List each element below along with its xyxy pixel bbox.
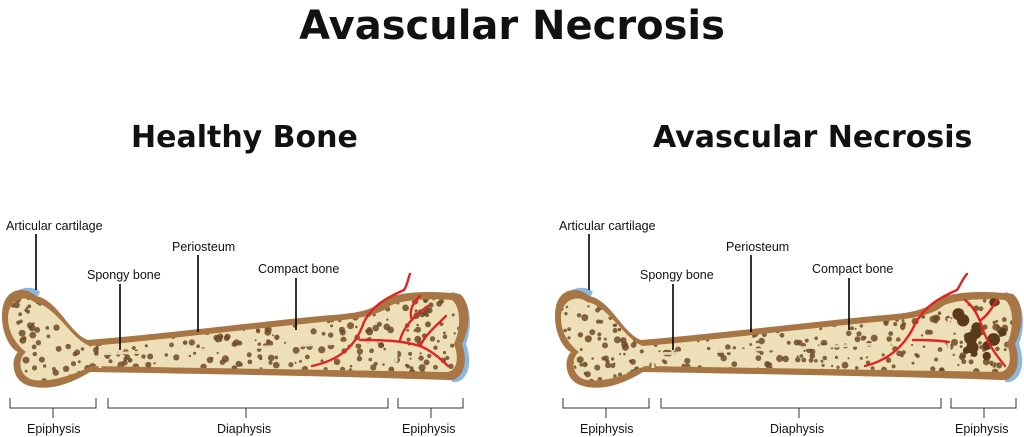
label-compact-bone: Compact bone — [258, 262, 340, 276]
bracket-epiphysis-left — [562, 398, 650, 418]
label-articular-cartilage: Articular cartilage — [6, 219, 103, 233]
bone-drawing — [555, 234, 1023, 418]
blood-vessel — [418, 314, 448, 348]
label-diaphysis: Diaphysis — [217, 422, 272, 436]
blood-vessel — [310, 272, 412, 368]
label-epiphysis-left: Epiphysis — [580, 422, 634, 436]
blood-vessel — [863, 272, 969, 368]
bracket-diaphysis — [107, 398, 389, 418]
necrosis-bone-illustration — [555, 234, 1023, 418]
necrotic-spot — [998, 328, 1007, 337]
label-epiphysis-left: Epiphysis — [27, 422, 81, 436]
label-compact-bone: Compact bone — [812, 262, 894, 276]
main-title: Avascular Necrosis — [299, 3, 725, 49]
label-diaphysis: Diaphysis — [770, 422, 825, 436]
necrotic-spot — [987, 333, 1000, 346]
blood-vessel — [409, 294, 422, 322]
healthy-bone-illustration — [2, 234, 470, 418]
blood-vessel — [398, 304, 430, 342]
blood-vessel — [979, 298, 999, 322]
healthy-bone-panel: Healthy Bone Articular cartilage Periost… — [2, 120, 470, 436]
bracket-epiphysis-right — [950, 398, 1017, 418]
necrotic-spot — [966, 341, 979, 354]
necrosis-bone-panel: Avascular Necrosis Articular cartilage P… — [553, 0, 1024, 437]
label-spongy-bone: Spongy bone — [640, 268, 714, 282]
compact-bone — [8, 298, 460, 381]
bracket-epiphysis-right — [397, 398, 464, 418]
blood-vessel — [911, 338, 951, 344]
bone-drawing — [2, 234, 470, 418]
bracket-epiphysis-left — [9, 398, 97, 418]
label-epiphysis-right: Epiphysis — [955, 422, 1009, 436]
label-articular-cartilage: Articular cartilage — [559, 219, 656, 233]
necrotic-spot — [982, 351, 991, 361]
bracket-diaphysis — [660, 398, 942, 418]
label-periosteum: Periosteum — [172, 240, 236, 254]
label-epiphysis-right: Epiphysis — [402, 422, 456, 436]
label-spongy-bone: Spongy bone — [87, 268, 161, 282]
necrotic-spot — [956, 314, 970, 327]
label-periosteum: Periosteum — [726, 240, 790, 254]
compact-bone — [561, 298, 1013, 381]
panel-heading: Healthy Bone — [131, 120, 358, 155]
necrotic-spot — [970, 328, 982, 339]
blood-vessel — [963, 298, 1007, 368]
panel-heading: Avascular Necrosis — [653, 120, 973, 155]
